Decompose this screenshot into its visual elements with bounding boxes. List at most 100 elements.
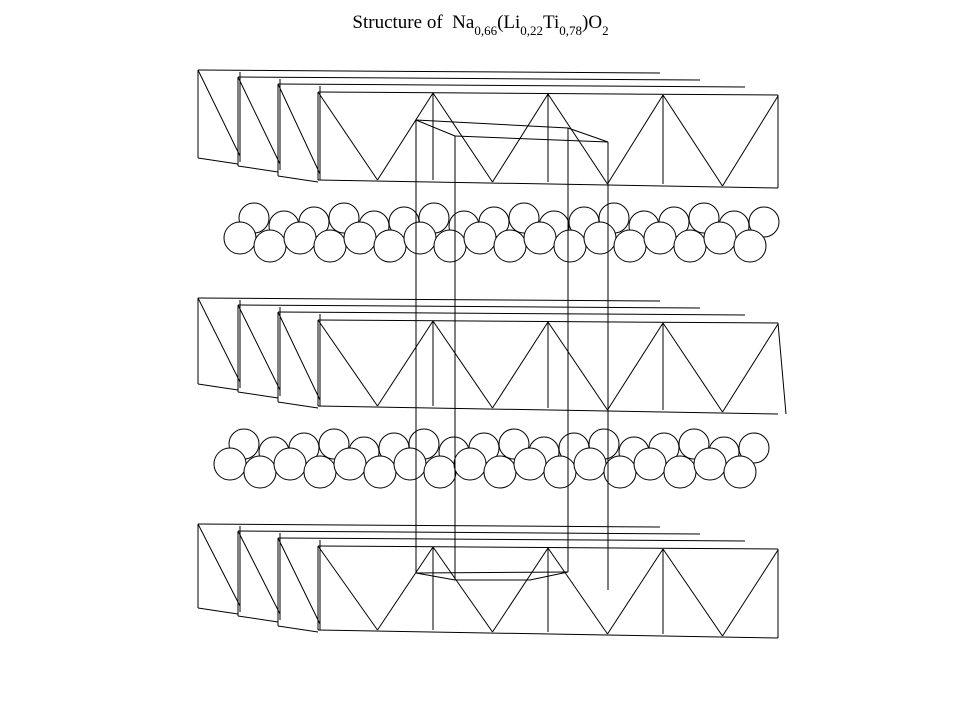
atom <box>573 447 607 481</box>
atom <box>738 432 770 464</box>
octahedron-edge <box>662 322 723 413</box>
slab-bottom-edge <box>317 405 779 415</box>
title-prefix: Structure of Na <box>352 12 475 33</box>
slab-back-edge <box>237 304 701 309</box>
slab-diagonal <box>237 304 281 391</box>
octahedron-edge <box>607 322 664 411</box>
atom <box>243 455 277 489</box>
octahedron-edge <box>662 548 723 637</box>
unit-cell-edge <box>415 571 569 574</box>
slab-side-edge <box>777 322 787 415</box>
slab-bottom-edge <box>277 401 319 409</box>
atom <box>453 447 487 481</box>
atom <box>523 221 557 255</box>
slab-back-edge <box>197 69 661 74</box>
slab-diagonal <box>197 69 241 157</box>
title-ti-part: Ti <box>543 12 560 33</box>
atom <box>433 229 467 263</box>
unit-cell-edge <box>529 571 569 581</box>
unit-cell-edge <box>415 572 456 581</box>
atom <box>283 221 317 255</box>
atom <box>553 229 587 263</box>
atom <box>253 229 287 263</box>
slab-bottom-edge <box>197 157 239 165</box>
octahedron-edge <box>317 319 378 407</box>
atom <box>643 221 677 255</box>
slab-bottom-edge <box>237 615 279 623</box>
octahedron-edge <box>492 93 549 183</box>
slab-back-edge <box>197 523 661 528</box>
atom <box>693 447 727 481</box>
atom <box>223 221 257 255</box>
atom <box>363 455 397 489</box>
unit-cell-edge <box>567 127 609 143</box>
octahedron-edge <box>607 548 664 635</box>
title-na-subscript: 0,66 <box>474 23 498 38</box>
octahedron-edge <box>377 92 434 181</box>
atom <box>393 447 427 481</box>
slab-bottom-edge <box>277 625 319 633</box>
atom <box>463 221 497 255</box>
atom <box>673 229 707 263</box>
figure-title: Structure of Na0,66(Li0,22Ti0,78)O2 <box>0 12 961 38</box>
slab-back-edge <box>277 537 746 542</box>
slab-back-edge <box>237 76 701 81</box>
slab-diagonal <box>277 83 321 175</box>
octahedral-layers <box>197 69 787 639</box>
atom <box>583 221 617 255</box>
atom-row <box>213 428 770 489</box>
slab-diagonal <box>277 537 321 625</box>
slab-bottom-edge <box>237 391 279 399</box>
atom <box>748 206 780 238</box>
octahedral-slab <box>197 523 779 639</box>
atom <box>733 229 767 263</box>
octahedron-edge <box>722 95 779 187</box>
octahedron-edge <box>432 320 493 409</box>
octahedron-edge <box>492 547 549 633</box>
slab-bottom-edge <box>317 629 779 639</box>
slab-bottom-edge <box>277 175 319 183</box>
slab-bottom-edge <box>197 383 239 391</box>
atom <box>703 221 737 255</box>
octahedral-slab <box>197 297 787 415</box>
slab-diagonal <box>237 76 281 165</box>
atom <box>603 455 637 489</box>
slab-diagonal <box>197 523 241 607</box>
title-o-subscript: 2 <box>602 23 609 38</box>
octahedron-edge <box>492 321 549 409</box>
slab-back-edge <box>237 530 701 535</box>
atom <box>543 455 577 489</box>
octahedron-edge <box>722 323 779 413</box>
unit-cell-edge <box>415 119 456 137</box>
slab-top-edge <box>317 545 779 550</box>
octahedron-edge <box>547 321 608 411</box>
slab-back-edge <box>197 297 661 302</box>
octahedron-edge <box>547 93 608 185</box>
title-ti-subscript: 0,78 <box>559 23 582 38</box>
octahedron-edge <box>377 320 434 407</box>
title-o-part: )O <box>582 12 603 33</box>
atom <box>613 229 647 263</box>
octahedron-edge <box>547 547 608 635</box>
atom <box>343 221 377 255</box>
atom <box>333 447 367 481</box>
slab-bottom-edge <box>237 165 279 173</box>
slab-bottom-edge <box>317 179 779 189</box>
slab-back-edge <box>277 83 746 88</box>
unit-cell-edge <box>415 119 569 129</box>
octahedron-edge <box>432 546 493 633</box>
title-li-part: (Li <box>497 12 521 33</box>
title-li-subscript: 0,22 <box>520 23 544 38</box>
unit-cell-box <box>415 119 609 590</box>
octahedron-edge <box>662 94 723 187</box>
slab-diagonal <box>277 311 321 401</box>
atom <box>723 455 757 489</box>
atom <box>493 229 527 263</box>
sodium-atom-layers <box>213 202 780 489</box>
atom <box>313 229 347 263</box>
octahedron-edge <box>722 549 779 637</box>
atom <box>633 447 667 481</box>
atom <box>273 447 307 481</box>
slab-diagonal <box>197 297 241 383</box>
